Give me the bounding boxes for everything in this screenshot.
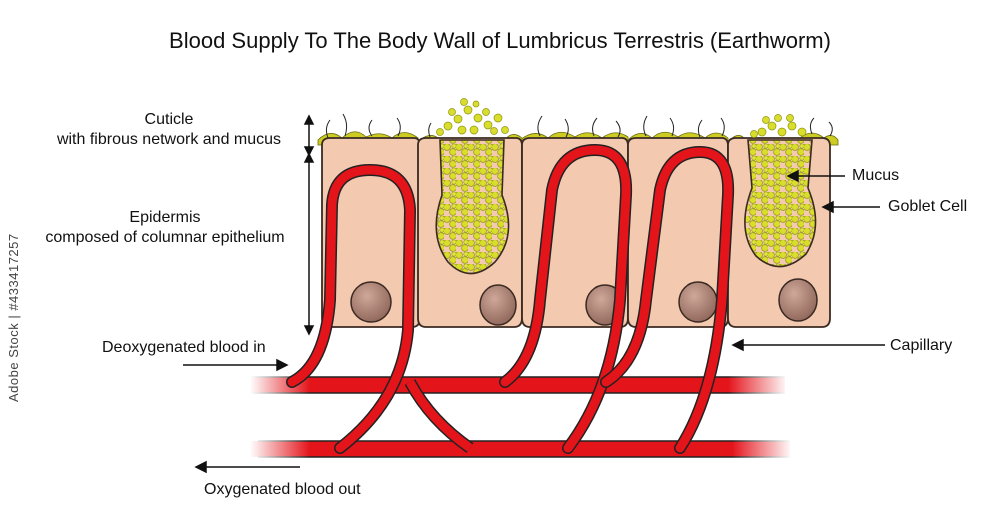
blood-vessels	[250, 374, 792, 460]
mucus-label: Mucus	[852, 167, 900, 184]
goblet-mucus	[435, 98, 817, 275]
epidermis-label-line1: Epidermis	[129, 209, 201, 226]
goblet-cell-label: Goblet Cell	[888, 198, 968, 215]
capillary-loops	[286, 143, 735, 454]
label-arrows	[183, 169, 885, 474]
watermark: Adobe Stock | #433417257	[6, 233, 21, 402]
oxygenated-label: Oxygenated blood out	[204, 481, 361, 498]
page-title: Blood Supply To The Body Wall of Lumbric…	[169, 28, 831, 53]
cuticle-label-line2: with fibrous network and mucus	[56, 131, 282, 148]
capillary-label: Capillary	[890, 337, 953, 354]
cuticle-label-line1: Cuticle	[144, 111, 194, 128]
layer-brackets	[303, 114, 315, 336]
epidermis-label: Epidermis composed of columnar epitheliu…	[22, 208, 308, 248]
epidermis-label-line2: composed of columnar epithelium	[45, 229, 285, 246]
deoxygenated-label: Deoxygenated blood in	[102, 339, 266, 356]
cuticle-label: Cuticle with fibrous network and mucus	[30, 110, 308, 150]
